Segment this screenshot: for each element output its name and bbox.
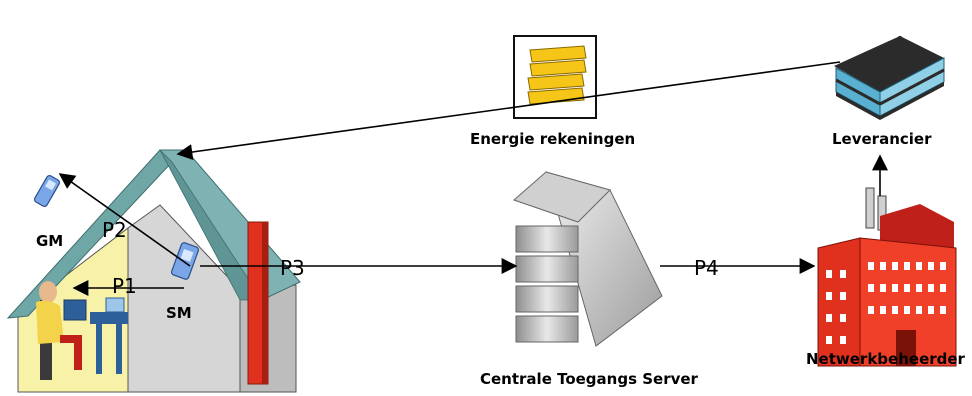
server-icon [513, 171, 663, 347]
label-p4: P4 [694, 256, 719, 280]
label-leverancier: Leverancier [832, 130, 932, 148]
connection-lines [58, 61, 888, 296]
label-netwerkbeheerder: Netwerkbeheerder [806, 350, 965, 368]
label-gm: GM [36, 232, 64, 250]
office-building-icon [834, 36, 945, 120]
label-p3: P3 [280, 256, 305, 280]
label-p2: P2 [102, 218, 127, 242]
arrow-leverancier-to-house [176, 61, 841, 160]
factory-icon [817, 187, 957, 367]
label-energie-rekeningen: Energie rekeningen [470, 130, 636, 148]
smartphone-icon-gm [33, 175, 61, 207]
label-p1: P1 [112, 274, 137, 298]
person-desk-icon [36, 281, 128, 380]
arrow-p2 [58, 173, 191, 267]
label-sm: SM [166, 304, 192, 322]
label-centrale-toegangs-server: Centrale Toegangs Server [480, 370, 698, 388]
bill-stack-icon [513, 35, 597, 119]
smart-meter-icon [170, 242, 200, 280]
